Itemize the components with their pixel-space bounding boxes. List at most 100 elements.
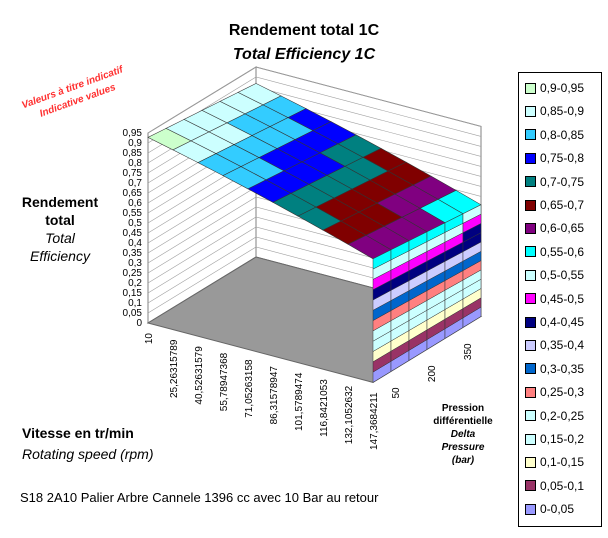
legend-swatch [525,222,536,234]
z-axis-label: Rendement total Total Efficiency [10,193,110,265]
legend-label: 0,6-0,65 [540,221,585,236]
z-tick-label: 0,9 [128,138,142,149]
legend-label: 0,25-0,3 [540,385,585,400]
x-tick-label: 40,52631579 [194,346,205,405]
z-tick-label: 0,35 [123,248,143,259]
legend-label: 0,05-0,1 [540,478,585,493]
x-tick-label: 147,3684211 [369,392,380,450]
x-tick-label: 86,31578947 [269,366,280,425]
legend-swatch [525,269,536,281]
legend-label: 0,65-0,7 [540,198,585,212]
legend-item: 0,65-0,7 [525,196,584,214]
legend-item: 0,75-0,8 [525,149,584,167]
y-axis-label-en-2: Pressure [441,442,485,453]
legend-swatch [525,433,536,445]
legend-swatch [525,480,536,492]
x-axis-label-fr: Vitesse en tr/min [22,425,134,441]
legend-swatch [525,293,536,305]
legend-item: 0,4-0,45 [525,313,584,331]
z-axis-label-fr-2: total [45,212,75,228]
legend-label: 0,1-0,15 [540,455,585,470]
legend-item: 0,85-0,9 [525,102,584,120]
legend-item: 0,2-0,25 [525,407,584,425]
legend-swatch [525,410,536,422]
y-axis-label-en-1: Delta [450,429,476,440]
legend-label: 0,75-0,8 [540,151,585,166]
z-tick-label: 0,6 [128,198,142,209]
x-tick-label: 101,5789474 [294,372,305,431]
legend-swatch [525,503,536,515]
y-tick-label: 350 [463,343,474,360]
z-gridline [147,66,482,134]
legend-swatch [525,199,536,211]
legend-item: 0,25-0,3 [525,383,584,401]
legend-item: 0,55-0,6 [525,243,584,261]
legend-label: 0,5-0,55 [540,268,585,283]
legend-label: 0,15-0,2 [540,432,585,446]
x-axis-label-en: Rotating speed (rpm) [22,446,154,462]
legend-swatch [525,339,536,351]
legend-swatch [525,176,536,188]
legend-item: 0,8-0,85 [525,126,584,144]
legend-item: 0,35-0,4 [525,336,584,354]
legend-item: 0,9-0,95 [525,79,584,97]
legend-label: 0,9-0,95 [540,81,585,95]
x-tick-label: 71,05263158 [244,359,255,418]
legend-item: 0,15-0,2 [525,430,584,448]
z-tick-label: 0,85 [123,148,143,159]
x-tick-label: 25,26315789 [169,339,180,398]
y-axis-label: Pression différentielle Delta Pressure (… [418,402,508,467]
legend-swatch [525,129,536,141]
z-tick-label: 0,5 [128,218,142,229]
y-axis-label-fr-1: Pression [441,403,485,414]
y-axis-label-en-3: (bar) [451,455,475,466]
legend: 0,9-0,95 0,85-0,9 0,8-0,85 0,75-0,8 0,7-0,75… [518,72,602,527]
legend-item: 0,1-0,15 [525,453,584,471]
legend-item: 0,45-0,5 [525,290,584,308]
legend-label: 0,4-0,45 [540,315,585,329]
z-tick-label: 0,2 [128,278,142,289]
z-tick-label: 0,95 [123,128,143,139]
z-tick-label: 0,7 [128,178,142,189]
legend-label: 0,45-0,5 [540,291,585,306]
z-tick-label: 0,8 [128,158,142,169]
x-tick-label: 132,1052632 [344,385,355,444]
z-tick-label: 0,25 [123,268,143,279]
legend-item: 0-0,05 [525,500,574,518]
legend-label: 0,8-0,85 [540,127,585,142]
legend-label: 0,7-0,75 [540,174,585,189]
legend-label: 0,3-0,35 [540,361,585,376]
legend-label: 0,35-0,4 [540,338,585,353]
legend-item: 0,3-0,35 [525,360,584,378]
z-axis-label-fr-1: Rendement [21,194,99,210]
legend-swatch [525,316,536,328]
legend-item: 0,7-0,75 [525,173,584,191]
legend-swatch [525,152,536,164]
legend-label: 0,2-0,25 [540,408,585,423]
y-tick-label: 50 [391,387,402,399]
legend-label: 0-0,05 [540,502,575,517]
z-tick-label: 0,15 [123,288,143,299]
legend-swatch [525,386,536,398]
legend-item: 0,6-0,65 [525,219,584,237]
z-tick-label: 0,1 [128,298,142,309]
footnote: S18 2A10 Palier Arbre Cannele 1396 cc av… [20,490,379,505]
legend-swatch [525,105,536,117]
z-axis-label-en-2: Efficiency [30,248,90,264]
legend-item: 0,05-0,1 [525,477,584,495]
z-tick-label: 0,55 [123,208,143,219]
legend-swatch [525,363,536,375]
z-tick-label: 0 [136,318,142,329]
x-tick-label: 116,8421053 [319,379,330,437]
legend-swatch [525,82,536,94]
z-axis-label-en-1: Total [45,230,75,246]
z-tick-label: 0,45 [123,228,143,239]
chart-subtitle: Total Efficiency 1C [232,46,376,63]
x-tick-label: 10 [144,333,155,345]
legend-item: 0,5-0,55 [525,266,584,284]
y-axis-label-fr-2: différentielle [433,416,493,427]
legend-label: 0,85-0,9 [540,104,585,119]
z-tick-label: 0,3 [128,258,142,269]
legend-swatch [525,456,536,468]
